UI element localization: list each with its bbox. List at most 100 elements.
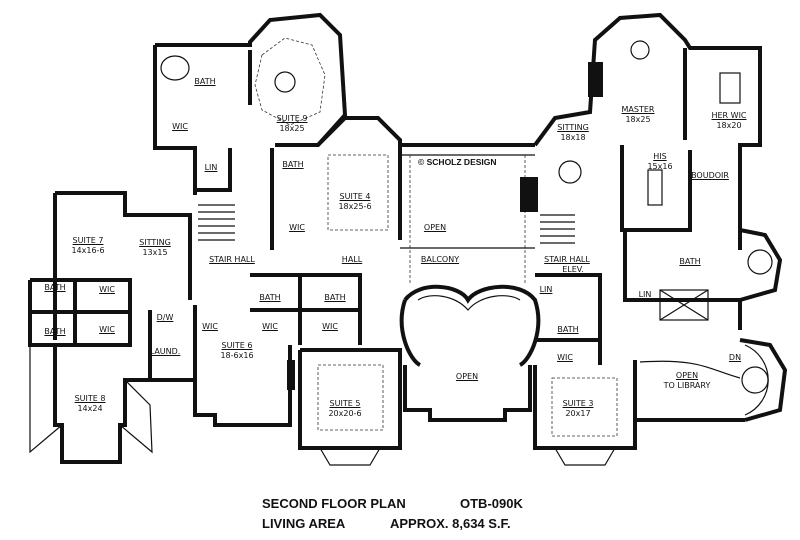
living-area-label: LIVING AREA bbox=[262, 516, 346, 531]
room-label: DN bbox=[729, 353, 741, 363]
stair bbox=[198, 204, 235, 241]
island bbox=[719, 72, 741, 104]
copyright: © SCHOLZ DESIGN bbox=[418, 157, 497, 167]
room-name: LIN bbox=[204, 163, 218, 172]
room-name: BATH bbox=[324, 293, 346, 302]
room-label: LIN bbox=[205, 163, 218, 173]
room-name: WIC bbox=[322, 322, 338, 331]
wall bbox=[533, 12, 762, 250]
fireplace bbox=[588, 62, 603, 97]
room-name: WIC bbox=[202, 322, 218, 331]
room-name: LIN bbox=[638, 290, 652, 299]
shaft bbox=[659, 289, 709, 321]
room-size: 18-6x16 bbox=[220, 351, 254, 360]
room-name: DN bbox=[728, 353, 742, 362]
room-name: SUITE 9 bbox=[276, 114, 308, 123]
living-area-value: APPROX. 8,634 S.F. bbox=[390, 516, 511, 531]
room-name: SITTING bbox=[139, 238, 171, 247]
wall bbox=[620, 145, 692, 232]
room-size: 18x25 bbox=[279, 124, 305, 133]
room-size: 18x25 bbox=[625, 115, 651, 124]
room-label: WIC bbox=[202, 322, 218, 332]
wall bbox=[623, 230, 742, 330]
room-label: LIN bbox=[639, 290, 652, 300]
room-label: ELEV. bbox=[562, 265, 584, 275]
room-size: 20x17 bbox=[565, 409, 591, 418]
room-name: BATH bbox=[44, 283, 66, 292]
room-label: LIN bbox=[540, 285, 553, 295]
room-name: STAIR HALL bbox=[209, 255, 255, 264]
room-label: BOUDOIR bbox=[691, 171, 729, 181]
room-name: BATH bbox=[557, 325, 579, 334]
table bbox=[274, 71, 296, 93]
room-label: WIC bbox=[262, 322, 278, 332]
stair bbox=[540, 214, 575, 244]
wall bbox=[535, 273, 602, 365]
room-name: SITTING bbox=[557, 123, 589, 132]
room-name: SUITE 7 bbox=[72, 236, 104, 245]
room-label: D/W bbox=[157, 313, 174, 323]
plan-title: SECOND FLOOR PLAN bbox=[262, 496, 406, 511]
room-name: LAUND. bbox=[149, 347, 181, 356]
room-name: BATH bbox=[679, 257, 701, 266]
room-label: WIC bbox=[99, 325, 115, 335]
room-name: SUITE 6 bbox=[221, 341, 253, 350]
room-label: BATH bbox=[194, 77, 215, 87]
wall bbox=[153, 45, 197, 195]
island bbox=[647, 169, 663, 206]
wall bbox=[195, 148, 232, 192]
room-size: 15x16 bbox=[647, 162, 673, 171]
wall bbox=[316, 116, 402, 240]
room-label: WIC bbox=[557, 353, 573, 363]
fireplace bbox=[520, 177, 538, 212]
room-name: HIS bbox=[653, 152, 667, 161]
room-label: BATH bbox=[679, 257, 700, 267]
room-size: 20x20-6 bbox=[328, 409, 362, 418]
wall bbox=[53, 345, 150, 464]
room-name: SUITE 8 bbox=[74, 394, 106, 403]
room-name: SUITE 3 bbox=[562, 399, 594, 408]
room-label: WIC bbox=[99, 285, 115, 295]
room-label: BATH bbox=[44, 283, 65, 293]
room-name: BATH bbox=[44, 327, 66, 336]
room-name: BOUDOIR bbox=[691, 171, 729, 180]
room-name: BATH bbox=[194, 77, 216, 86]
room-size: 13x15 bbox=[142, 248, 168, 257]
room-name: HER WIC bbox=[711, 111, 747, 120]
room-label: HALL bbox=[342, 255, 362, 265]
room-name: BATH bbox=[282, 160, 304, 169]
room-label: WIC bbox=[322, 322, 338, 332]
room-name: OPEN bbox=[455, 372, 479, 381]
room-size: 14x24 bbox=[77, 404, 103, 413]
room-label: BATH bbox=[259, 293, 280, 303]
room-name: OPEN bbox=[675, 371, 699, 380]
room-name: WIC bbox=[557, 353, 573, 362]
plan-number: OTB-090K bbox=[460, 496, 523, 511]
room-name: D/W bbox=[156, 313, 174, 322]
room-label: STAIR HALL bbox=[544, 255, 590, 265]
room-name: SUITE 5 bbox=[329, 399, 361, 408]
room-label: BATH bbox=[44, 327, 65, 337]
room-name: MASTER bbox=[621, 105, 655, 114]
room-label: BALCONY bbox=[421, 255, 459, 265]
room-name: WIC bbox=[172, 122, 188, 131]
room-name: BALCONY bbox=[420, 255, 460, 264]
room-label: OPEN bbox=[424, 223, 446, 233]
room-name: BATH bbox=[259, 293, 281, 302]
wall bbox=[298, 348, 402, 450]
room-name: WIC bbox=[289, 223, 305, 232]
room-size: TO LIBRARY bbox=[663, 381, 711, 390]
wall bbox=[533, 360, 637, 450]
room-name: SUITE 4 bbox=[339, 192, 371, 201]
